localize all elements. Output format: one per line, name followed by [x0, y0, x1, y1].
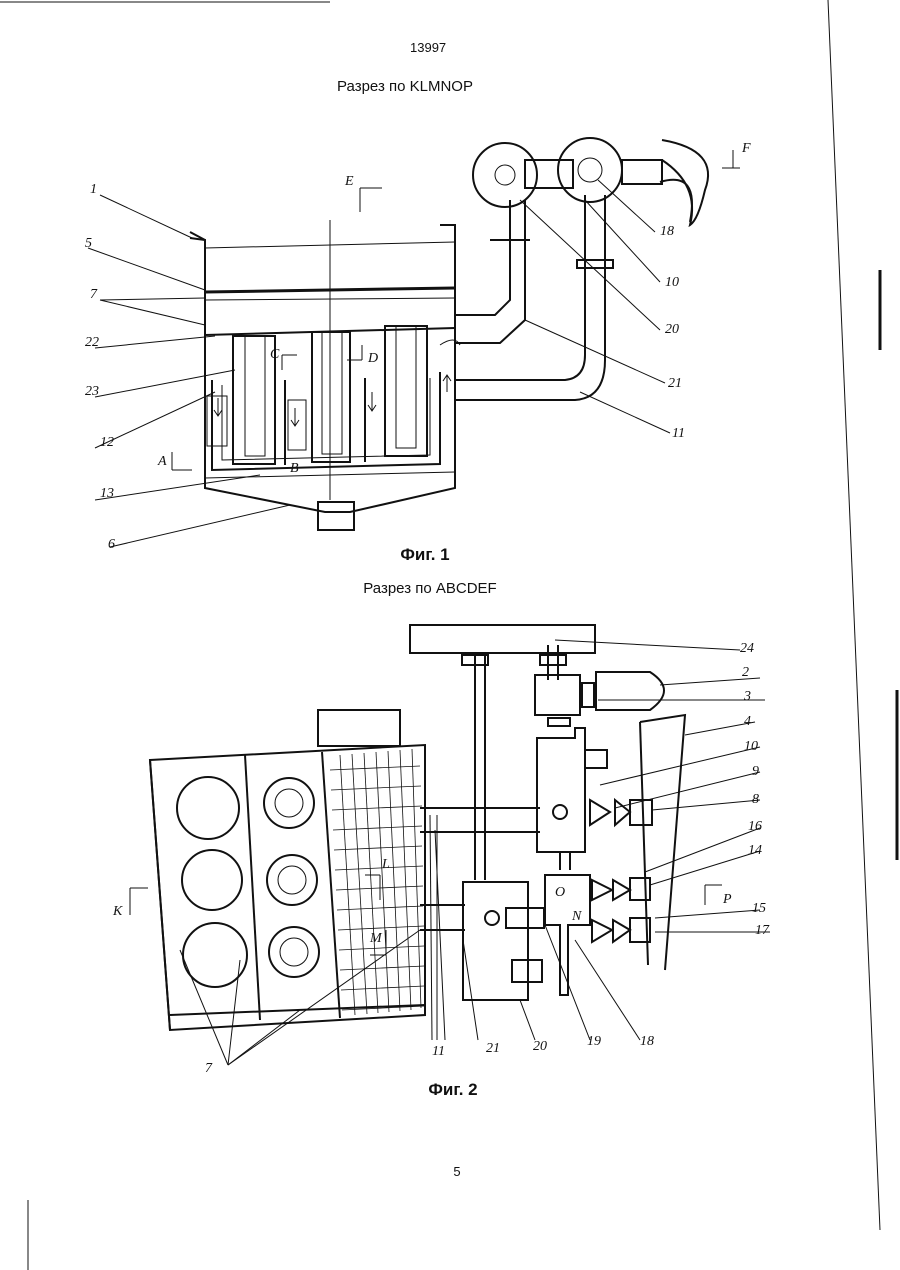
- fig1-callouts: 1 5 7 22 23 12 13 6 18 10 20 21 11 E F A…: [85, 141, 751, 552]
- pipe-21: [455, 200, 530, 343]
- label-20: 20: [533, 1039, 547, 1054]
- label-20: 20: [665, 322, 679, 337]
- label-9: 9: [752, 764, 759, 779]
- label-4: 4: [744, 714, 751, 729]
- figure2-section-title: Разрез по ABCDEF: [363, 580, 496, 597]
- label-14: 14: [748, 843, 762, 858]
- label-7: 7: [205, 1061, 213, 1076]
- pipe-11: [455, 195, 613, 400]
- scan-page-edge: [828, 0, 880, 1230]
- label-19: 19: [587, 1034, 601, 1049]
- section-mark-M: M: [369, 931, 383, 946]
- section-mark-L: L: [381, 857, 390, 872]
- label-21: 21: [668, 376, 682, 391]
- label-2: 2: [742, 665, 749, 680]
- section-mark-K: K: [112, 904, 123, 919]
- section-mark-B: B: [290, 461, 299, 476]
- label-11: 11: [672, 426, 685, 441]
- mesh-grid: [330, 749, 425, 1015]
- label-23: 23: [85, 384, 99, 399]
- label-22: 22: [85, 335, 99, 350]
- figure2-caption: Фиг. 2: [428, 1080, 477, 1100]
- label-11: 11: [432, 1044, 445, 1059]
- label-1: 1: [90, 182, 97, 197]
- section-mark-C: C: [270, 347, 280, 362]
- label-8: 8: [752, 792, 759, 807]
- label-10: 10: [665, 275, 679, 290]
- label-16: 16: [748, 819, 762, 834]
- section-mark-D: D: [367, 351, 378, 366]
- pumps-assembly: [473, 138, 708, 225]
- figure2-drawing: [130, 625, 722, 1040]
- page-number: 5: [453, 1164, 460, 1179]
- section-mark-P: P: [722, 892, 732, 907]
- section-mark-F: F: [741, 141, 751, 156]
- label-21: 21: [486, 1041, 500, 1056]
- label-15: 15: [752, 901, 766, 916]
- fig2-callouts: 24 2 3 4 10 9 8 16 14 15 17 18 19 20 21 …: [112, 641, 770, 1076]
- figure1-caption: Фиг. 1: [400, 545, 449, 565]
- leader-lines-fig1: [88, 150, 740, 547]
- section-mark-N: N: [571, 909, 582, 924]
- label-12: 12: [100, 435, 114, 450]
- section-mark-E: E: [344, 174, 354, 189]
- tank-inner-channels: [207, 326, 460, 470]
- section-mark-O: O: [555, 885, 565, 900]
- label-6: 6: [108, 537, 115, 552]
- label-10: 10: [744, 739, 758, 754]
- label-17: 17: [755, 923, 770, 938]
- label-7: 7: [90, 287, 98, 302]
- section-mark-A: A: [157, 454, 167, 469]
- label-3: 3: [743, 689, 751, 704]
- label-18: 18: [660, 224, 674, 239]
- label-24: 24: [740, 641, 754, 656]
- label-13: 13: [100, 486, 114, 501]
- label-5: 5: [85, 236, 92, 251]
- label-18: 18: [640, 1034, 654, 1049]
